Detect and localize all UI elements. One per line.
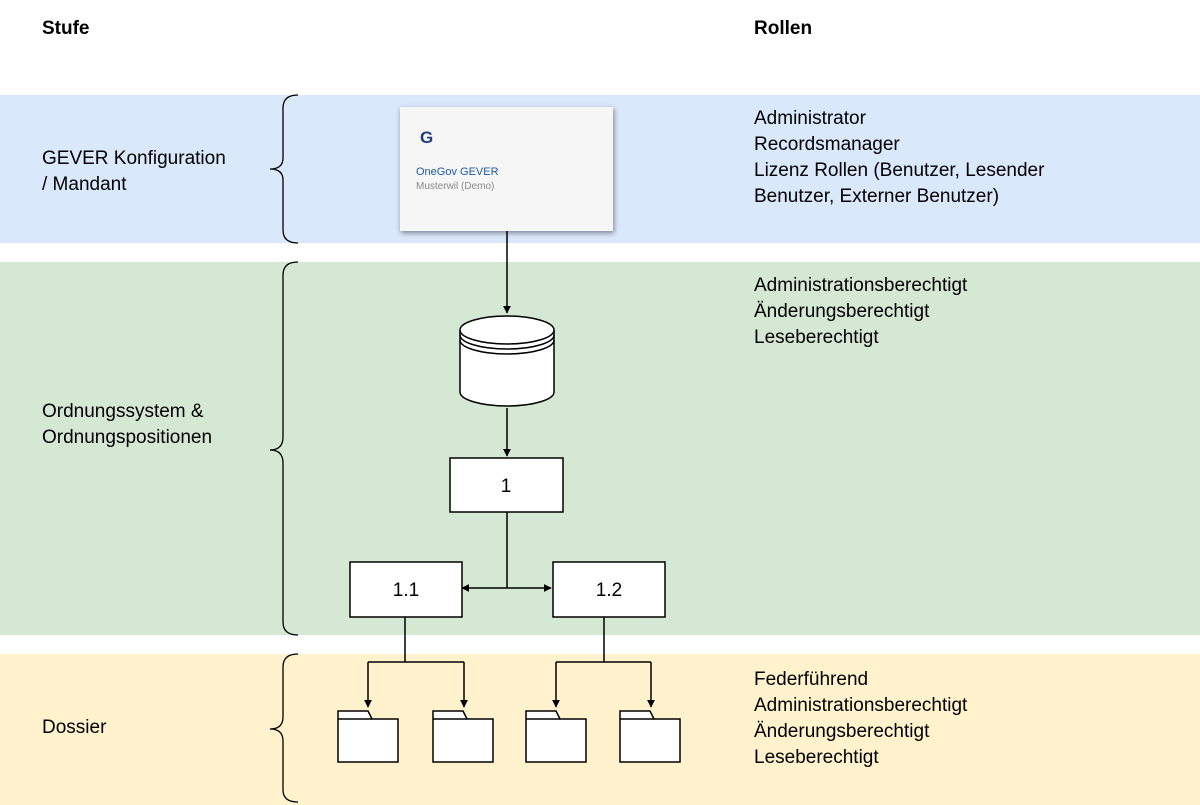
node-1[interactable]: 1 xyxy=(449,457,564,513)
roles-ordnungssystem: Administrationsberechtigt Änderungsberec… xyxy=(754,275,968,348)
folder-icon[interactable] xyxy=(337,710,399,763)
onegov-gever-card[interactable]: G OneGov GEVER Musterwil (Demo) xyxy=(400,107,613,231)
folder-icon[interactable] xyxy=(525,710,587,763)
card-subtitle: Musterwil (Demo) xyxy=(416,181,495,192)
node-1-2-label: 1.2 xyxy=(596,580,622,601)
brace-gever xyxy=(269,94,299,244)
header-roles: Rollen xyxy=(754,18,813,39)
node-1-1[interactable]: 1.1 xyxy=(349,561,463,618)
roles-dossier: Federführend Administrationsberechtigt Ä… xyxy=(754,669,968,768)
connector-node-1-1-to-dossiers xyxy=(368,617,464,663)
brace-dossier xyxy=(269,653,299,803)
connector-node-1-2-to-dossiers xyxy=(556,617,651,663)
stage-label-dossier: Dossier xyxy=(42,717,107,738)
stage-label-ordnungssystem: Ordnungssystem & Ordnungspositionen xyxy=(42,401,213,448)
header-stage: Stufe xyxy=(42,18,90,39)
node-1-label: 1 xyxy=(501,476,512,497)
card-title: OneGov GEVER xyxy=(416,166,499,178)
node-1-1-label: 1.1 xyxy=(393,580,419,601)
folder-icon[interactable] xyxy=(432,710,494,763)
node-1-2[interactable]: 1.2 xyxy=(552,561,666,618)
roles-gever: Administrator Recordsmanager Lizenz Roll… xyxy=(754,108,1045,207)
stage-label-gever: GEVER Konfiguration / Mandant xyxy=(42,148,226,195)
folder-icon[interactable] xyxy=(619,710,681,763)
onegov-g-logo: G xyxy=(420,128,434,147)
band-dossier xyxy=(0,654,1200,805)
database-icon[interactable] xyxy=(459,315,555,407)
brace-ordnungssystem xyxy=(269,261,299,636)
